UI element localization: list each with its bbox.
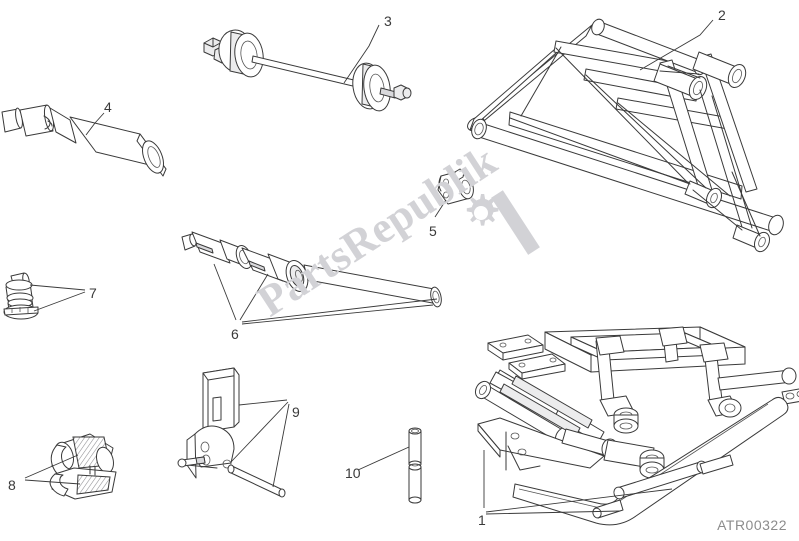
callout-5: 5 — [429, 223, 437, 239]
part-9-bracket-cam-pin — [177, 367, 290, 498]
part-3-bearing-puller — [203, 24, 412, 112]
part-8-split-knurled-collar — [24, 433, 117, 500]
part-4-drift-punch — [1, 104, 167, 177]
part-6-bush-driver-set — [181, 231, 442, 325]
callout-6: 6 — [231, 326, 239, 342]
callout-1: 1 — [478, 512, 486, 528]
part-10-alignment-pin — [357, 427, 422, 504]
callout-7: 7 — [89, 285, 97, 301]
callout-3: 3 — [384, 13, 392, 29]
part-2-scissor-frame-stand — [467, 18, 784, 253]
part-1-lift-jack — [474, 326, 799, 526]
part-7-small-seal-driver — [3, 272, 86, 320]
callout-8: 8 — [8, 477, 16, 493]
diagram-code: ATR00322 — [717, 517, 787, 533]
callout-2: 2 — [718, 7, 726, 23]
callout-4: 4 — [104, 99, 112, 115]
callout-9: 9 — [292, 404, 300, 420]
part-5-cylindrical-clamp — [434, 168, 474, 218]
callout-10: 10 — [345, 465, 361, 481]
